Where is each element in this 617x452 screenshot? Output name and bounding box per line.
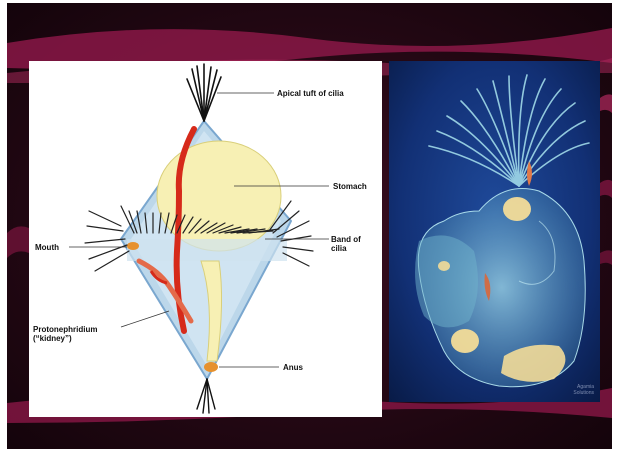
label-band-of-cilia: Band of cilia (331, 235, 361, 253)
label-stomach: Stomach (333, 182, 367, 191)
label-mouth: Mouth (35, 243, 59, 252)
label-protonephridium: Protonephridium (“kidney”) (33, 325, 97, 343)
label-apical-tuft: Apical tuft of cilia (277, 89, 344, 98)
trochophore-larva-micrograph (389, 61, 600, 402)
trochophore-photo: Agamia Solutions (389, 61, 600, 402)
trochophore-diagram: Apical tuft of cilia Stomach Band of cil… (29, 61, 382, 417)
photo-credit: Agamia Solutions (573, 384, 594, 396)
slide: Apical tuft of cilia Stomach Band of cil… (7, 3, 612, 449)
label-anus: Anus (283, 363, 303, 372)
trochophore-illustration (29, 61, 382, 417)
